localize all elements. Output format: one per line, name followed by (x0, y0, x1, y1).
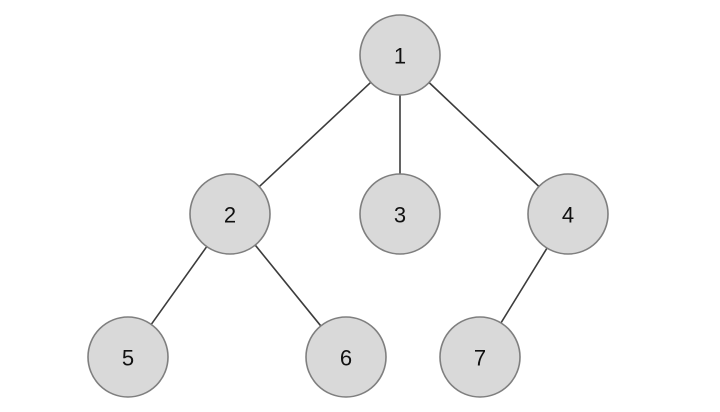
node-circle-7 (439, 316, 521, 398)
node-circle-5 (87, 316, 169, 398)
node-circle-3 (359, 173, 441, 255)
node-2: 2 (189, 173, 271, 255)
node-4: 4 (527, 173, 609, 255)
node-label-2: 2 (224, 203, 236, 228)
node-circle-2 (189, 173, 271, 255)
node-label-1: 1 (394, 44, 406, 69)
node-circle-1 (359, 14, 441, 96)
node-5: 5 (87, 316, 169, 398)
edge-1-4 (428, 81, 540, 188)
node-label-7: 7 (474, 346, 486, 371)
node-circle-6 (305, 316, 387, 398)
edge-2-5 (150, 246, 208, 325)
node-circle-4 (527, 173, 609, 255)
node-label-3: 3 (394, 203, 406, 228)
node-6: 6 (305, 316, 387, 398)
node-1: 1 (359, 14, 441, 96)
node-label-4: 4 (562, 203, 574, 228)
edge-1-2 (258, 81, 372, 188)
edges-group (150, 81, 548, 327)
node-3: 3 (359, 173, 441, 255)
node-7: 7 (439, 316, 521, 398)
node-label-5: 5 (122, 346, 134, 371)
edge-4-7 (500, 247, 548, 324)
edge-2-6 (254, 244, 322, 327)
node-label-6: 6 (340, 346, 352, 371)
nodes-group: 1 2 3 4 5 6 7 (87, 14, 609, 398)
